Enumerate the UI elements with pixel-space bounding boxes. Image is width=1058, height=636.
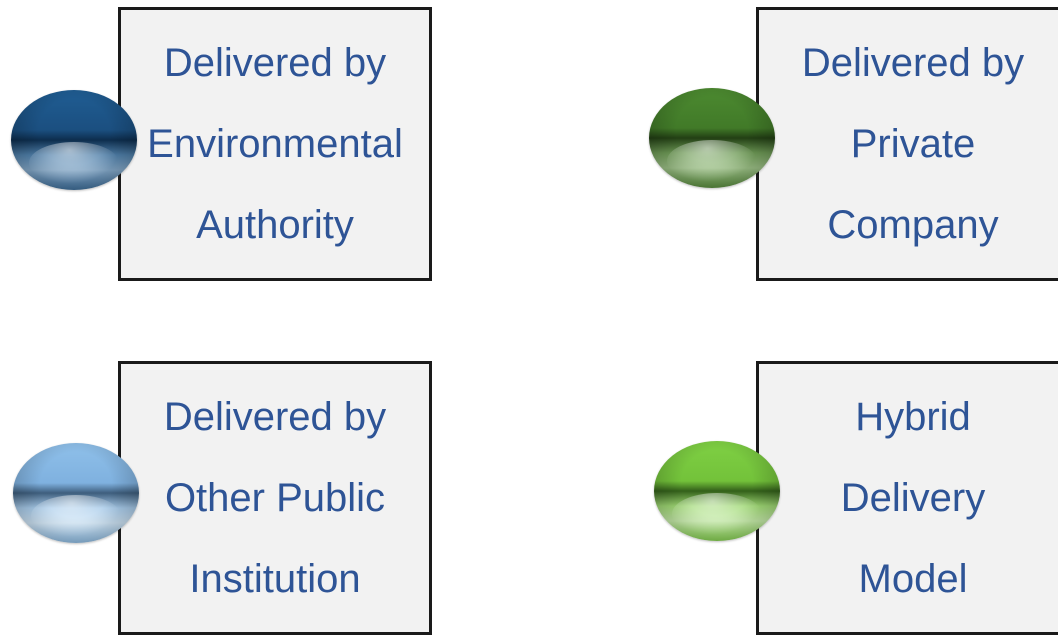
box-label-line: Delivered by	[801, 40, 1025, 85]
box-label-line: Delivered by	[163, 394, 387, 439]
box-label-line: Delivered by	[163, 40, 387, 85]
box-label-line: Model	[858, 556, 968, 601]
box-label-line: Private	[850, 121, 976, 166]
box-label-line: Other Public	[164, 475, 386, 520]
light-blue-orb-icon	[13, 443, 139, 543]
box-private-company: Delivered by Private Company	[756, 7, 1058, 281]
box-environmental-authority: Delivered by Environmental Authority	[118, 7, 432, 281]
box-other-public-institution: Delivered by Other Public Institution	[118, 361, 432, 635]
box-label-line: Environmental	[147, 121, 403, 166]
dark-blue-orb-icon	[11, 90, 137, 190]
box-label-line: Authority	[196, 202, 354, 247]
box-label-line: Company	[827, 202, 999, 247]
box-hybrid-delivery-model: Hybrid Delivery Model	[756, 361, 1058, 635]
box-label-line: Delivery	[840, 475, 986, 520]
box-label-line: Hybrid	[855, 394, 971, 439]
light-green-orb-icon	[654, 441, 780, 541]
dark-green-orb-icon	[649, 88, 775, 188]
box-label-line: Institution	[189, 556, 361, 601]
